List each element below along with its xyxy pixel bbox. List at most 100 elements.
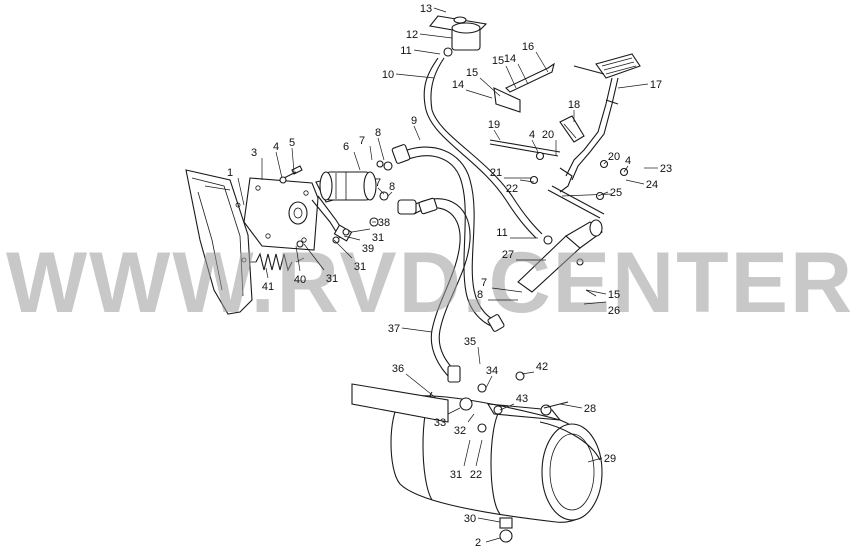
reservoir <box>423 15 543 239</box>
leader-line-19 <box>493 129 501 141</box>
leader-line-1 <box>237 177 245 206</box>
callout-label-13: 13 <box>420 3 432 15</box>
callout-label-36: 36 <box>392 363 404 375</box>
callout-label-15c: 15 <box>608 289 620 301</box>
callout-label-6: 6 <box>343 141 349 153</box>
leader-line-4a <box>275 151 283 179</box>
leader-line-32 <box>467 413 475 423</box>
callout-label-12: 12 <box>406 29 418 41</box>
leader-line-14a <box>465 89 493 99</box>
callout-label-29: 29 <box>604 453 616 465</box>
callout-label-10: 10 <box>382 69 394 81</box>
callout-label-35: 35 <box>464 336 476 348</box>
callout-label-26: 26 <box>608 305 620 317</box>
hose-37 <box>397 197 471 383</box>
callout-label-9: 9 <box>411 115 417 127</box>
callout-label-28: 28 <box>584 403 596 415</box>
leader-line-9 <box>413 125 421 141</box>
callout-label-5: 5 <box>289 137 295 149</box>
leader-line-41 <box>265 267 269 279</box>
callout-label-38: 38 <box>378 217 390 229</box>
callout-label-32: 32 <box>454 425 466 437</box>
leader-line-4b <box>531 139 539 153</box>
leader-line-31a <box>351 228 371 233</box>
leader-line-25 <box>597 191 609 197</box>
leader-line-15b <box>505 65 517 89</box>
callout-label-3: 3 <box>251 147 257 159</box>
callout-label-7a: 7 <box>359 135 365 147</box>
callout-label-39: 39 <box>362 243 374 255</box>
leader-line-4c <box>623 165 629 173</box>
leader-line-31c <box>303 243 325 271</box>
leader-line-16 <box>535 51 549 73</box>
leader-line-40 <box>295 245 301 272</box>
callout-label-31c: 31 <box>326 273 338 285</box>
leader-line-31d <box>463 439 471 467</box>
hose-9 <box>391 144 505 332</box>
callout-label-4c: 4 <box>625 155 631 167</box>
clutch-housing <box>185 169 253 315</box>
leader-line-8a <box>377 137 385 161</box>
leader-line-22a <box>519 179 535 183</box>
leader-line-22b <box>475 439 483 467</box>
leader-line-12 <box>419 33 453 39</box>
callout-label-15a: 15 <box>466 67 478 79</box>
callout-label-24: 24 <box>646 179 658 191</box>
callout-leaders <box>237 7 658 543</box>
watermark: WWW.RVD.CENTER <box>6 235 854 331</box>
leader-line-11a <box>413 49 441 55</box>
callout-label-15b: 15 <box>492 55 504 67</box>
callout-label-41: 41 <box>262 281 274 293</box>
callout-label-11a: 11 <box>400 45 411 57</box>
drawing-lines <box>185 15 641 543</box>
leader-line-39 <box>343 235 361 241</box>
callout-label-11b: 11 <box>496 227 507 239</box>
callout-label-37: 37 <box>388 323 400 335</box>
leader-line-7c <box>491 287 523 293</box>
leader-line-29 <box>587 457 603 463</box>
leader-line-30 <box>477 517 501 523</box>
leader-line-28 <box>559 403 583 409</box>
callout-label-16: 16 <box>522 41 534 53</box>
leader-line-2 <box>485 537 501 543</box>
leader-line-7b <box>377 187 385 195</box>
callout-label-20a: 20 <box>542 129 554 141</box>
callout-label-31d: 31 <box>450 469 462 481</box>
leader-line-26 <box>583 301 607 305</box>
callout-label-25: 25 <box>610 187 622 199</box>
callout-label-2: 2 <box>475 537 481 549</box>
leader-line-15a <box>479 77 501 97</box>
callout-label-30: 30 <box>464 513 476 525</box>
return-spring <box>250 252 305 272</box>
leader-line-13 <box>433 7 447 13</box>
callout-label-22a: 22 <box>506 183 518 195</box>
bracket-bolts <box>279 160 393 248</box>
callout-label-27: 27 <box>502 249 514 261</box>
leader-line-24 <box>625 179 645 185</box>
callout-label-4a: 4 <box>273 141 279 153</box>
callout-label-31a: 31 <box>372 232 384 244</box>
callout-label-33: 33 <box>434 417 446 429</box>
leader-line-17 <box>617 83 649 89</box>
callout-label-34: 34 <box>486 365 498 377</box>
callout-label-23: 23 <box>660 163 672 175</box>
callout-label-14a: 14 <box>452 79 464 91</box>
leader-line-36 <box>405 373 437 399</box>
leader-line-6 <box>353 151 361 171</box>
leader-line-10 <box>395 73 435 79</box>
leader-line-20b <box>603 161 607 165</box>
callout-label-14b: 14 <box>504 53 516 65</box>
leader-line-15c <box>585 289 607 295</box>
callout-label-19: 19 <box>488 119 500 131</box>
callout-label-21: 21 <box>490 167 502 179</box>
callout-label-20b: 20 <box>608 151 620 163</box>
leader-line-8b <box>387 191 393 197</box>
callout-label-7b: 7 <box>375 177 381 189</box>
callout-label-1: 1 <box>227 167 233 179</box>
callout-label-8c: 8 <box>477 289 483 301</box>
master-cylinder <box>517 219 603 297</box>
callout-label-8a: 8 <box>375 127 381 139</box>
leader-line-34 <box>485 375 493 389</box>
